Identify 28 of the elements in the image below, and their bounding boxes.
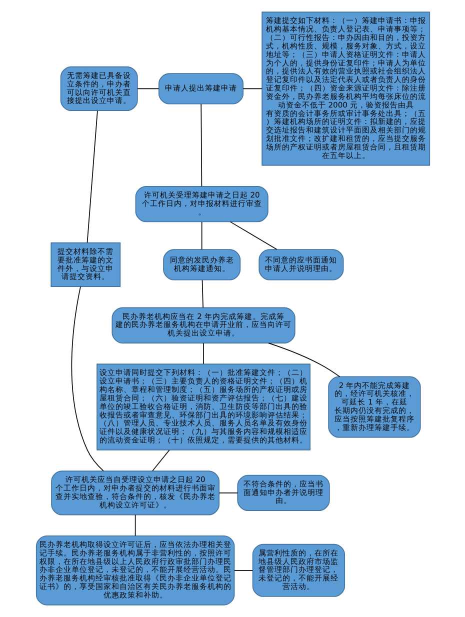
connector: [242, 88, 262, 90]
connector: [201, 280, 203, 308]
node-box: 属营利性质的，在所在地县级人民政府市场监督管理部门办理登记，未登记的，不能开展经营活动。: [252, 544, 344, 597]
connector: [86, 110, 98, 243]
connector: [202, 342, 204, 364]
node-box: 民办养老机构取得设立许可证后，应当依法办理相关登记手续。民办养老服务机构属于非营利性的，按照许可权限，在所在地县级以上人民政府行政审批部门办理民办非企业单位登记，未登记的，不能开展经营活动。民办养老服务机构经审核批准取得《民办非企业单位登记证书》的，享受国家和自治区有关民办养老服务机构的优惠政策和补助。: [35, 535, 234, 606]
connector: [229, 221, 277, 250]
connector: [234, 570, 252, 571]
connector: [200, 222, 202, 250]
connector: [134, 514, 136, 536]
connector: [218, 492, 238, 494]
node-box: 2 年内不能完成筹建的，经许可机关核准，可延长 1 年，在延长期内仍没有完成的，应当按照筹建批复程序，重新办理筹建手续。: [328, 376, 420, 438]
node-box: 许可机关应当自受理设立申请之日起 20 个工作日内，对申办者提交的材料进行书面审查并实地查验，符合条件的，核发《民办养老机构设立许可证》。: [50, 470, 220, 516]
connector: [70, 286, 104, 472]
node-box: 许可机关受理筹建申请之日起 20 个工作日内，对申报材料进行审查。: [134, 186, 268, 222]
node-box: 筹建提交如下材料：（一）筹建申请书：申报机构基本情况、负责人登记表、申请事项等；（二）可行性报告：申办因由和目的，投资方式，机构性质、规模，服务对象、方式，设立地址等；（三）申请人资格证明文件：申请人为个人的，提供身份证复印件；申请人为单位的，提供法人有效的营业执照或社会组织法人登记复印件以及法定代表人或者负责人的身份证复印件；（四）资金来源证明文件：除注册资金外，民办养老服务机构平均每张床位的流动资金不低于 2000 元，验资报告由具有资质的会计事务所或审计事务处出具；（五）筹建机构场所的证明文件：拟新建的，应提交选址报告和建筑设计平面图及相关部门的规划批准文件；改扩建和租赁的，应当提交服务场所的产权证明或者房屋租赁合同，且租赁期在五年以上。: [261, 12, 430, 166]
node-box: 同意的发民办养老机构筹建通知。: [162, 249, 240, 280]
connector: [152, 450, 170, 472]
node-box: 申请人提出筹建申请: [158, 73, 244, 104]
connector: [136, 88, 159, 90]
node-box: 不符合条件的，应当书面通知申办者并说明理由。: [236, 474, 330, 512]
node-box: 无需筹建已具备设立条件的，申办者可以向许可机关直接提出设立申请。: [60, 66, 138, 112]
connector: [200, 104, 202, 187]
node-box: 不同意的应书面通知申请人并说明理由。: [258, 249, 344, 280]
node-box: 民办养老机构应当在 2 年内完成筹建。完成筹建的民办养老服务机构在申请开业前，应当向许可机关提出设立申请。: [111, 307, 295, 344]
node-box: 提交材料除不需要批准筹建的文件外，与设立申请提交资料。: [50, 242, 120, 288]
connector: [268, 342, 340, 378]
node-box: 设立申请同时提交下列材料：（一）批准筹建文件；（二）设立申请书；（三）主要负责人的资格证明文件；（四）机构名称、章程和管理制度；（五）服务场所的产权证明或房屋租赁合同；（六）验资证明和资产评估报告；（七）建设单位的竣工验收合格证明，消防、卫生防疫等部门出具的验收报告或者审查意见、环保部门出具的环境影响评估结果；（八）管理人员、专业技术人员、服务人员名单及有效身份证件以及健康状况证明；（九）与其服务内容和规模相适应的流动资金证明；（十）依照规定，需要提供的其他材料。: [96, 364, 310, 450]
